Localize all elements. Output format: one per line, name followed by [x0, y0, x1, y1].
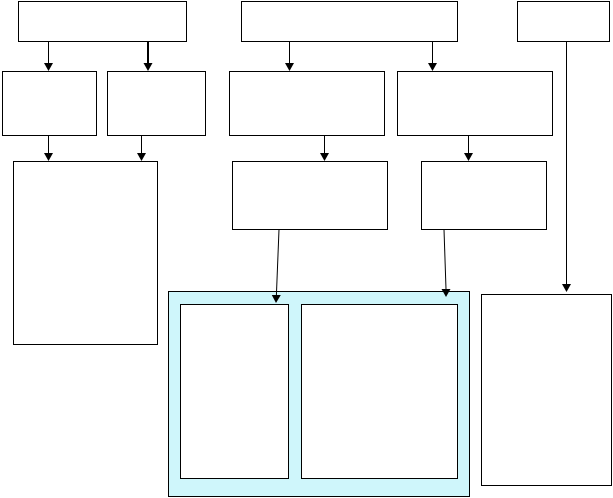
arrowhead — [464, 153, 473, 161]
arrowhead — [428, 63, 437, 71]
lower-1-box — [232, 161, 388, 230]
mid-3-box — [229, 71, 385, 136]
arrowhead — [44, 63, 53, 71]
top-right-box — [517, 1, 610, 42]
arrowhead — [44, 153, 53, 161]
mid-2-box — [107, 71, 206, 136]
connector-lower-1-to-group — [275, 229, 280, 296]
inner-right-box — [301, 304, 458, 479]
arrowhead — [271, 295, 281, 303]
mid-4-box — [397, 71, 553, 136]
arrowhead — [441, 289, 451, 297]
top-middle-box — [241, 1, 458, 42]
connector-lower-2-to-group — [443, 229, 447, 290]
tall-left-box — [13, 161, 158, 345]
arrowhead — [320, 153, 329, 161]
arrowhead — [137, 153, 146, 161]
arrowhead — [562, 284, 571, 292]
top-left-box — [18, 1, 187, 42]
mid-1-box — [2, 71, 97, 136]
arrowhead — [285, 63, 294, 71]
right-tall-box — [481, 294, 612, 486]
inner-left-box — [180, 304, 289, 479]
arrowhead — [143, 63, 153, 71]
lower-2-box — [421, 161, 547, 230]
